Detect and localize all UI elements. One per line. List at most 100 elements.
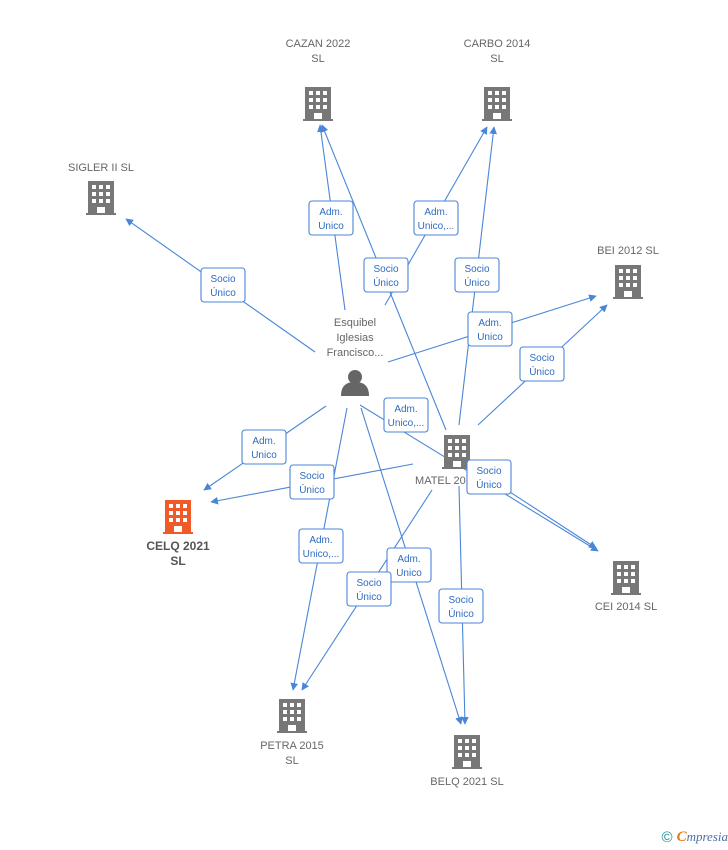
node-belq[interactable]: BELQ 2021 SL — [430, 735, 504, 788]
edge-label-text: Adm. — [309, 535, 332, 546]
edge-label-text: Unico,... — [388, 418, 425, 429]
node-label[interactable]: Esquibel — [334, 317, 376, 329]
building-icon[interactable] — [163, 500, 193, 534]
edge-label-text: Único — [356, 590, 382, 603]
node-label[interactable]: SL — [285, 755, 298, 767]
node-label[interactable]: SL — [311, 53, 324, 65]
edge-labels-layer: Adm.UnicoAdm.Unico,...SocioÚnicoAdm.Unic… — [200, 200, 565, 624]
edge-label-box — [467, 311, 513, 347]
edge-label-text: Único — [373, 276, 399, 289]
edge-label-person-cei[interactable]: Adm. Unico,... — [383, 397, 429, 433]
node-label[interactable]: CELQ 2021 — [146, 539, 210, 553]
node-label[interactable]: CEI 2014 SL — [595, 601, 657, 613]
edge-label-text: Unico — [396, 568, 422, 579]
node-label[interactable]: Francisco... — [327, 347, 384, 359]
edge-label-person-petra[interactable]: Adm. Unico,... — [298, 528, 344, 564]
node-label[interactable]: SL — [170, 554, 185, 568]
edge-label-text: Socio — [464, 264, 489, 275]
edge-label-box — [454, 257, 500, 293]
edge-label-box — [298, 528, 344, 564]
edge-label-text: Socio — [476, 466, 501, 477]
edge-label-text: Unico — [251, 450, 277, 461]
edge-label-text: Socio — [448, 595, 473, 606]
edge-label-box — [241, 429, 287, 465]
edge-label-box — [383, 397, 429, 433]
edge-label-text: Adm. — [252, 436, 275, 447]
person-icon[interactable] — [341, 370, 369, 396]
edge-label-box — [413, 200, 459, 236]
brand-logo[interactable]: Cmpresia — [676, 829, 728, 845]
edge-label-text: Adm. — [424, 207, 447, 218]
edge-label-text: Único — [210, 286, 236, 299]
building-icon[interactable] — [86, 181, 116, 215]
node-label[interactable]: Iglesias — [336, 332, 374, 344]
edge-label-text: Unico — [477, 332, 503, 343]
edge-label-text: Adm. — [397, 554, 420, 565]
edge-label-text: Socio — [356, 578, 381, 589]
edge-label-text: Unico,... — [418, 221, 455, 232]
edge-label-box — [308, 200, 354, 236]
building-icon[interactable] — [482, 87, 512, 121]
node-cei[interactable]: CEI 2014 SL — [595, 561, 657, 613]
node-label[interactable]: MATEL 20... — [415, 475, 475, 487]
node-label[interactable]: PETRA 2015 — [260, 740, 324, 752]
footer-brand[interactable]: © Cmpresia — [662, 829, 728, 846]
edge-label-text: Socio — [210, 274, 235, 285]
edge-label-box — [466, 459, 512, 495]
building-icon[interactable] — [452, 735, 482, 769]
edge-label-person-bei[interactable]: Adm. Unico — [467, 311, 513, 347]
building-icon[interactable] — [303, 87, 333, 121]
copyright-icon: © — [661, 829, 673, 846]
edge-label-text: Adm. — [319, 207, 342, 218]
edge-label-text: Adm. — [478, 318, 501, 329]
building-icon[interactable] — [277, 699, 307, 733]
node-person[interactable]: EsquibelIglesiasFrancisco... — [327, 317, 384, 396]
edge-label-person-celq[interactable]: Adm. Unico — [241, 429, 287, 465]
edge-label-text: Único — [464, 276, 490, 289]
node-matel[interactable]: MATEL 20... — [415, 435, 475, 487]
edge-label-box — [386, 547, 432, 583]
edge-label-text: Unico — [318, 221, 344, 232]
node-label[interactable]: BEI 2012 SL — [597, 245, 659, 257]
edge-label-box — [363, 257, 409, 293]
node-label[interactable]: SL — [490, 53, 503, 65]
node-bei[interactable]: BEI 2012 SL — [597, 245, 659, 299]
building-icon[interactable] — [611, 561, 641, 595]
edge-label-box — [289, 464, 335, 500]
edge-label-person-carbo[interactable]: Adm. Unico,... — [413, 200, 459, 236]
node-label[interactable]: CARBO 2014 — [464, 38, 531, 50]
node-label[interactable]: SIGLER II SL — [68, 162, 134, 174]
edge-label-text: Adm. — [394, 404, 417, 415]
edges-layer — [125, 124, 608, 725]
node-label[interactable]: BELQ 2021 SL — [430, 776, 503, 788]
edge-label-text: Socio — [373, 264, 398, 275]
building-icon[interactable] — [613, 265, 643, 299]
edge-label-text: Unico,... — [303, 549, 340, 560]
edge-label-person-belq[interactable]: Adm. Unico — [386, 547, 432, 583]
edge-label-text: Único — [448, 607, 474, 620]
node-label[interactable]: CAZAN 2022 — [286, 38, 351, 50]
edge-label-text: Socio — [299, 471, 324, 482]
edge-label-text: Único — [476, 478, 502, 491]
edge-label-text: Único — [299, 483, 325, 496]
edge-label-text: Socio — [529, 353, 554, 364]
edge-label-box — [346, 571, 392, 607]
edge-label-person-cazan[interactable]: Adm. Unico — [308, 200, 354, 236]
edge-label-box — [519, 346, 565, 382]
edge-label-text: Único — [529, 365, 555, 378]
node-sigler[interactable]: SIGLER II SL — [68, 162, 134, 215]
